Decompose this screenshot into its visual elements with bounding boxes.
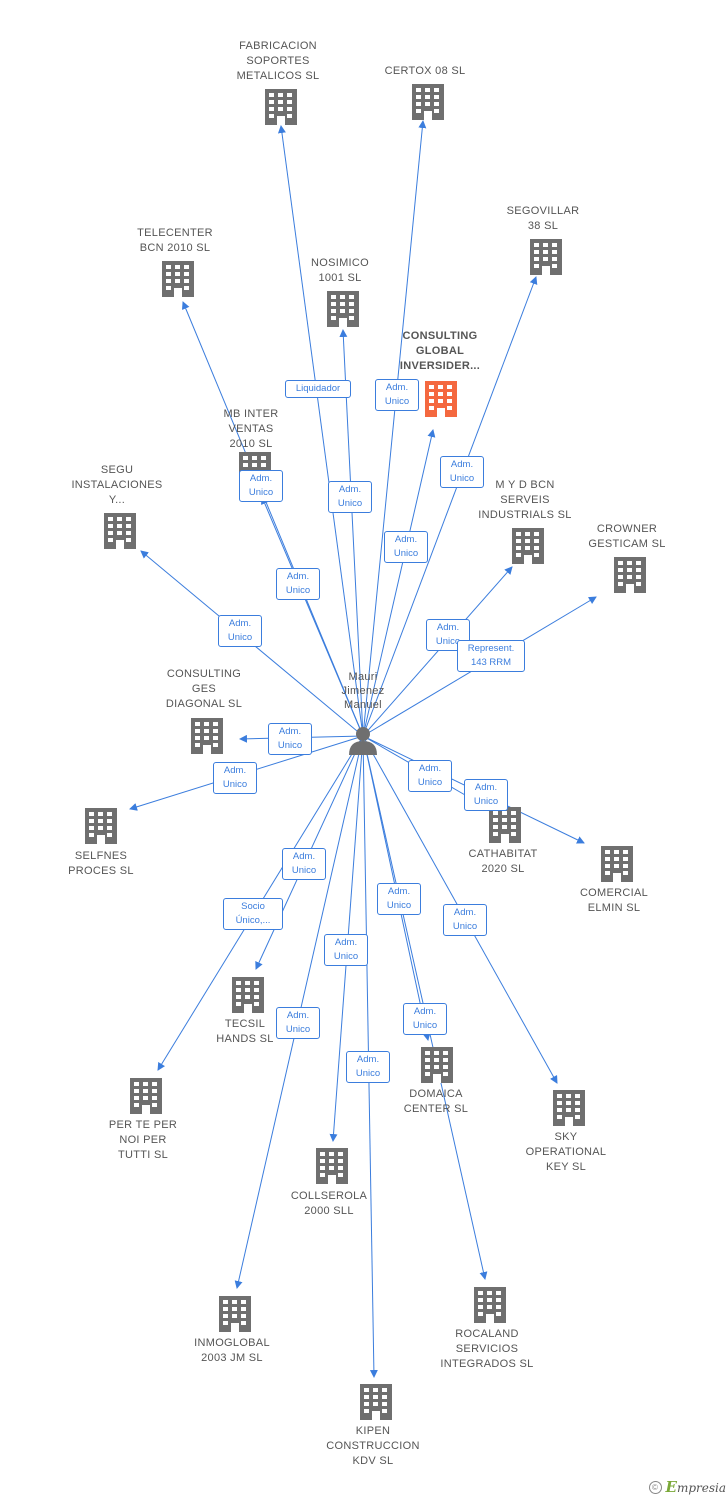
role-badge[interactable]: Adm. Unico (403, 1003, 447, 1035)
person-icon[interactable] (349, 727, 377, 755)
role-badge[interactable]: Liquidador (285, 380, 351, 398)
role-badge[interactable]: Adm. Unico (268, 723, 312, 755)
company-label[interactable]: DOMAICA CENTER SL (403, 1088, 469, 1115)
company-label[interactable]: SKY OPERATIONAL KEY SL (525, 1131, 607, 1173)
role-badge[interactable]: Adm. Unico (375, 379, 419, 411)
role-badge[interactable]: Adm. Unico (443, 904, 487, 936)
company-label[interactable]: CONSULTING GLOBAL INVERSIDER... (399, 330, 481, 372)
role-badge[interactable]: Adm. Unico (218, 615, 262, 647)
building-icon[interactable] (553, 1090, 585, 1126)
building-icon[interactable] (412, 84, 444, 120)
company-label[interactable]: CROWNER GESTICAM SL (588, 523, 666, 550)
relation-edge-mbinter (261, 496, 364, 737)
building-icon[interactable] (85, 808, 117, 844)
role-badge[interactable]: Adm. Unico (384, 531, 428, 563)
building-icon[interactable] (219, 1296, 251, 1332)
relation-edge-telecenter (181, 301, 364, 737)
company-label[interactable]: COMERCIAL ELMIN SL (579, 887, 649, 914)
building-icon[interactable] (474, 1287, 506, 1323)
company-label[interactable]: CERTOX 08 SL (384, 65, 466, 77)
company-label[interactable]: TELECENTER BCN 2010 SL (137, 227, 213, 254)
role-badge[interactable]: Socio Único,... (223, 898, 283, 930)
building-icon[interactable] (130, 1078, 162, 1114)
building-icon[interactable] (316, 1148, 348, 1184)
building-icon[interactable] (360, 1384, 392, 1420)
empresia-logo[interactable]: Empresia (665, 1478, 727, 1496)
building-icon[interactable] (191, 718, 223, 754)
company-label[interactable]: ROCALAND SERVICIOS INTEGRADOS SL (440, 1328, 534, 1370)
role-badge[interactable]: Adm. Unico (440, 456, 484, 488)
role-badge[interactable]: Adm. Unico (213, 762, 257, 794)
role-badge[interactable]: Adm. Unico (377, 883, 421, 915)
company-label[interactable]: SEGOVILLAR 38 SL (506, 205, 580, 232)
company-label[interactable]: KIPEN CONSTRUCCION KDV SL (326, 1425, 420, 1467)
relation-edge-certox (362, 120, 427, 737)
building-icon[interactable] (614, 557, 646, 593)
building-icon[interactable] (232, 977, 264, 1013)
company-label[interactable]: CATHABITAT 2020 SL (468, 848, 538, 875)
role-badge[interactable]: Adm. Unico (328, 481, 372, 513)
role-badge[interactable]: Adm. Unico (346, 1051, 390, 1083)
role-badge[interactable]: Adm. Unico (276, 568, 320, 600)
building-icon[interactable] (489, 807, 521, 843)
building-icon[interactable] (425, 381, 457, 417)
company-label[interactable]: COLLSEROLA 2000 SLL (290, 1190, 368, 1217)
company-label[interactable]: TECSIL HANDS SL (216, 1018, 274, 1045)
relation-edge-segovillar (362, 276, 538, 737)
company-label[interactable]: SEGU INSTALACIONES Y... (71, 464, 163, 506)
person-name-label[interactable]: Mauri Jimenez Manuel (341, 671, 385, 711)
building-icon[interactable] (530, 239, 562, 275)
company-label[interactable]: SELFNES PROCES SL (68, 850, 134, 877)
role-badge[interactable]: Adm. Unico (282, 848, 326, 880)
copyright-icon: © (648, 1480, 662, 1494)
role-badge[interactable]: Adm. Unico (324, 934, 368, 966)
footer-branding: © Empresia (648, 1478, 727, 1496)
role-badge[interactable]: Adm. Unico (464, 779, 508, 811)
relation-edge-myd (362, 566, 513, 737)
building-icon[interactable] (162, 261, 194, 297)
relation-edge-consulting_global (362, 429, 436, 737)
company-label[interactable]: M Y D BCN SERVEIS INDUSTRIALS SL (478, 479, 572, 521)
company-label[interactable]: INMOGLOBAL 2003 JM SL (194, 1337, 270, 1364)
building-icon[interactable] (327, 291, 359, 327)
company-label[interactable]: MB INTER VENTAS 2010 SL (223, 408, 279, 450)
building-icon[interactable] (265, 89, 297, 125)
role-badge[interactable]: Adm. Unico (408, 760, 452, 792)
role-badge[interactable]: Adm. Unico (276, 1007, 320, 1039)
company-label[interactable]: FABRICACION SOPORTES METALICOS SL (236, 40, 320, 82)
building-icon[interactable] (512, 528, 544, 564)
company-label[interactable]: CONSULTING GES DIAGONAL SL (165, 668, 243, 710)
building-icon[interactable] (601, 846, 633, 882)
building-icon[interactable] (421, 1047, 453, 1083)
role-badge[interactable]: Adm. Unico (239, 470, 283, 502)
role-badge[interactable]: Represent. 143 RRM (457, 640, 525, 672)
relation-edge-fabricacion (277, 125, 364, 737)
company-label[interactable]: NOSIMICO 1001 SL (310, 257, 369, 284)
building-icon[interactable] (104, 513, 136, 549)
company-label[interactable]: PER TE PER NOI PER TUTTI SL (108, 1119, 178, 1161)
